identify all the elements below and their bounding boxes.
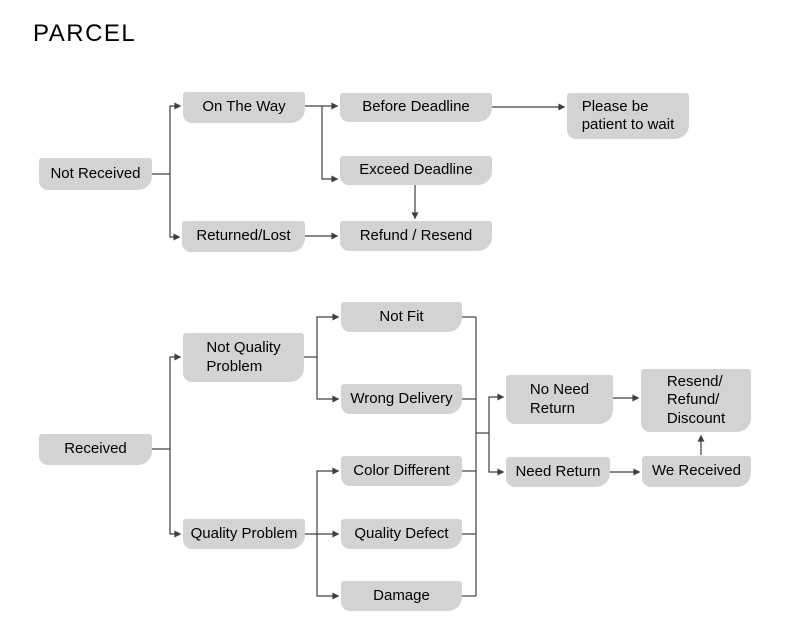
connector — [488, 393, 505, 433]
node-we-received: We Received — [642, 456, 751, 487]
node-label: Exceed Deadline — [359, 161, 473, 179]
node-need-return: Need Return — [506, 457, 610, 487]
connector — [488, 433, 505, 476]
node-label: Refund / Resend — [359, 226, 473, 244]
node-label: Quality Defect — [354, 524, 449, 542]
node-please-wait: Please be patient to wait — [567, 93, 689, 139]
node-on-the-way: On The Way — [183, 92, 305, 123]
connector — [169, 353, 182, 449]
connector — [316, 534, 340, 600]
node-label: Color Different — [353, 461, 450, 479]
connector — [169, 102, 182, 174]
node-before-deadline: Before Deadline — [340, 93, 492, 122]
node-label: Before Deadline — [362, 98, 470, 116]
node-label: We Received — [652, 462, 741, 480]
connector — [321, 106, 339, 183]
node-no-need-return: No Need Return — [506, 375, 613, 424]
node-color-different: Color Different — [341, 456, 462, 486]
node-not-received: Not Received — [39, 158, 152, 190]
node-label: Not Quality Problem — [206, 339, 281, 375]
node-wrong-delivery: Wrong Delivery — [341, 384, 462, 414]
connector — [316, 357, 340, 403]
node-damage: Damage — [341, 581, 462, 611]
node-label: Received — [64, 440, 127, 458]
connectors — [152, 102, 705, 600]
node-not-fit: Not Fit — [341, 302, 462, 332]
connector — [169, 174, 181, 241]
connector — [316, 467, 340, 534]
node-received: Received — [39, 434, 152, 465]
node-quality-problem: Quality Problem — [183, 519, 305, 549]
node-refund-resend: Refund / Resend — [340, 221, 492, 251]
node-label: Please be patient to wait — [581, 97, 675, 133]
node-label: Damage — [373, 586, 430, 604]
connector — [169, 449, 182, 538]
node-label: Resend/ Refund/ Discount — [666, 373, 726, 427]
node-label: Returned/Lost — [196, 227, 291, 245]
node-resend-refund-discount: Resend/ Refund/ Discount — [641, 369, 751, 432]
node-label: Not Fit — [379, 307, 424, 325]
node-not-quality-problem: Not Quality Problem — [183, 333, 304, 382]
node-label: No Need Return — [529, 381, 590, 417]
node-exceed-deadline: Exceed Deadline — [340, 156, 492, 185]
node-label: On The Way — [202, 98, 286, 116]
node-label: Quality Problem — [190, 524, 298, 542]
node-label: Need Return — [515, 462, 601, 480]
node-label: Not Received — [50, 164, 141, 182]
node-returned-lost: Returned/Lost — [182, 221, 305, 252]
page-title: PARCEL — [33, 20, 137, 47]
connector — [316, 313, 340, 357]
node-quality-defect: Quality Defect — [341, 519, 462, 549]
node-label: Wrong Delivery — [350, 389, 453, 407]
